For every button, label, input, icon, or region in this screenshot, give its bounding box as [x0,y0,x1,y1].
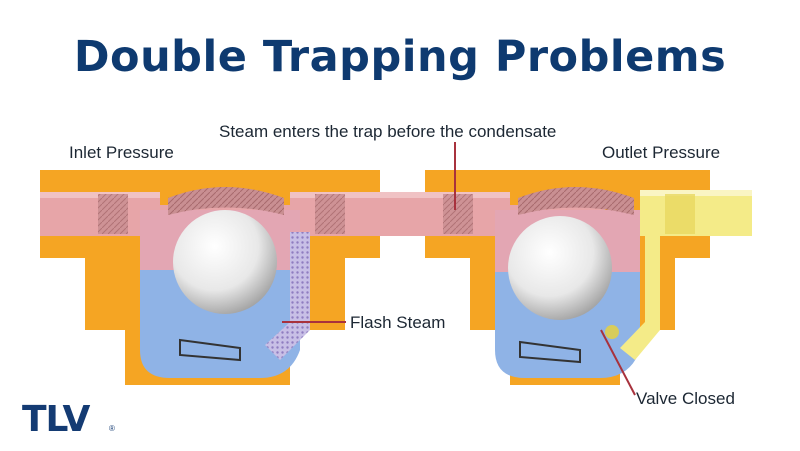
flash-steam-area [265,232,310,360]
outlet-pressure-label: Outlet Pressure [602,143,721,162]
callout-lines [282,142,636,396]
right-trap [380,170,752,385]
left-trap [40,170,380,385]
valve [605,325,619,339]
registered-mark: ® [109,424,115,433]
steam-enters-label: Steam enters the trap before the condens… [219,122,557,141]
right-outlet-pipe [640,190,752,236]
page-title: Double Trapping Problems [73,32,727,82]
inlet-pressure-label: Inlet Pressure [69,143,174,162]
right-float-ball [508,216,612,320]
valve-closed-callout-line [600,329,636,396]
valve-closed-label: Valve Closed [636,389,735,408]
flash-steam-label: Flash Steam [350,313,446,332]
left-float-ball [173,210,277,314]
tlv-logo: TLV [22,399,90,440]
